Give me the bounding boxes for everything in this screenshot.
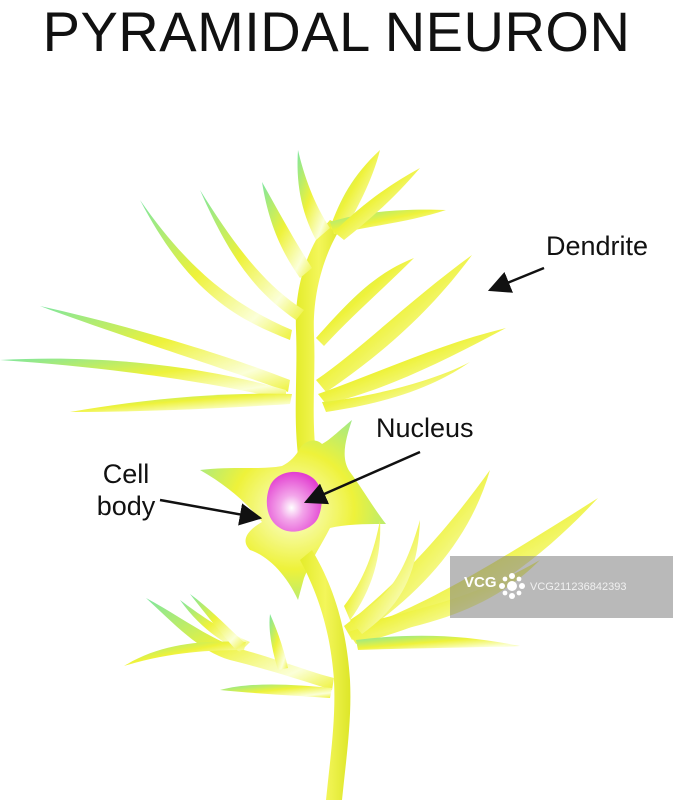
dendrite-label: Dendrite xyxy=(546,231,649,261)
dendrite-branch xyxy=(0,358,286,400)
nucleus-arrow xyxy=(303,450,421,505)
cell-body-label-line1: Cell xyxy=(102,459,150,489)
dendrite-branch xyxy=(200,190,304,320)
dendrite-branch xyxy=(140,200,292,340)
diagram-title: PYRAMIDAL NEURON xyxy=(42,0,631,63)
dendrite-branch xyxy=(297,150,330,240)
dendrite-branch xyxy=(220,684,332,698)
cell-body-label-line2: body xyxy=(96,491,156,521)
dendrite-branch xyxy=(322,362,470,412)
dendrite-branch xyxy=(334,168,420,240)
nucleus xyxy=(266,471,322,532)
watermark-brand: VCG xyxy=(464,574,497,591)
dendrite-branch xyxy=(344,520,381,620)
nucleus-label: Nucleus xyxy=(376,413,474,443)
watermark: VCG VCG211236842393 xyxy=(450,556,673,618)
cell-body-arrow xyxy=(159,498,263,526)
dendrite-arrow xyxy=(487,266,545,293)
cell-body-label: Cell body xyxy=(78,458,174,522)
dendrite-branch xyxy=(316,258,414,346)
dendrite-branch xyxy=(70,393,292,412)
dendrite-branch xyxy=(356,635,520,650)
dendrite-branch xyxy=(330,150,380,236)
dendrite-branch xyxy=(350,520,420,634)
dendrite-branch xyxy=(262,182,312,278)
dendrite-branch xyxy=(124,641,246,666)
dendrite-branch xyxy=(40,306,290,392)
watermark-id: VCG211236842393 xyxy=(530,581,627,593)
apical-dendrite-trunk xyxy=(295,220,342,470)
axon xyxy=(300,550,351,800)
dendrite-branch xyxy=(190,594,244,650)
dendrite-branch xyxy=(269,614,288,670)
dendrite-branch xyxy=(348,498,598,644)
dendrite-branch xyxy=(316,255,472,392)
dendrite-branch xyxy=(360,560,540,636)
dendrite-branch xyxy=(318,328,506,404)
dendrite-branch xyxy=(344,470,490,640)
watermark-logo-icon xyxy=(499,573,525,599)
